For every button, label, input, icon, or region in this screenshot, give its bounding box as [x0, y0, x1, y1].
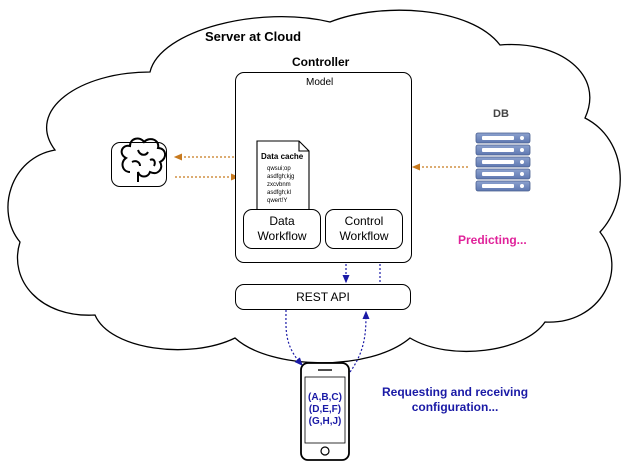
db-label: DB — [493, 108, 509, 120]
server-rack-icon — [475, 132, 531, 192]
data-workflow-box: Data Workflow — [243, 209, 321, 249]
rest-api-label: REST API — [296, 290, 350, 304]
data-cache-note — [256, 140, 310, 220]
data-cache-title: Data cache — [261, 152, 304, 161]
rest-api-box: REST API — [235, 284, 411, 310]
requesting-line2: configuration... — [411, 400, 499, 414]
control-workflow-box: Control Workflow — [325, 209, 403, 249]
predicting-text: Predicting... — [458, 233, 527, 247]
brain-icon — [120, 137, 166, 182]
data-cache-line: asdfgh;kjg — [267, 174, 295, 180]
phone-config-text: (A,B,C) (D,E,F) (G,H,J) — [305, 392, 345, 428]
data-workflow-line2: Workflow — [257, 229, 307, 243]
control-workflow-line1: Control — [344, 214, 384, 228]
requesting-line1: Requesting and receiving — [382, 385, 529, 399]
data-cache-lines: qwsui;op asdfgh;kjg zxcvbnm asdfgh;kl qw… — [267, 165, 294, 205]
data-cache-line: qwert!Y — [267, 198, 288, 204]
smartphone-icon — [300, 362, 350, 461]
phone-config-line: (D,E,F) — [308, 404, 342, 415]
control-workflow-line2: Workflow — [339, 229, 389, 243]
data-cache-line: zxcvbnm — [267, 182, 291, 188]
cloud-title: Server at Cloud — [205, 29, 302, 44]
data-cache-line: asdfgh;kl — [267, 190, 292, 196]
data-cache-line: qwsui;op — [267, 166, 291, 172]
model-title: Model — [306, 77, 334, 88]
phone-config-line: (A,B,C) — [308, 392, 342, 403]
data-workflow-line1: Data — [269, 214, 295, 228]
requesting-text: Requesting and receiving configuration..… — [382, 385, 528, 415]
brain-box — [111, 142, 167, 187]
arrow-rest-to-phone — [285, 309, 303, 366]
phone-config-line: (G,H,J) — [308, 416, 342, 427]
controller-title: Controller — [292, 55, 350, 69]
